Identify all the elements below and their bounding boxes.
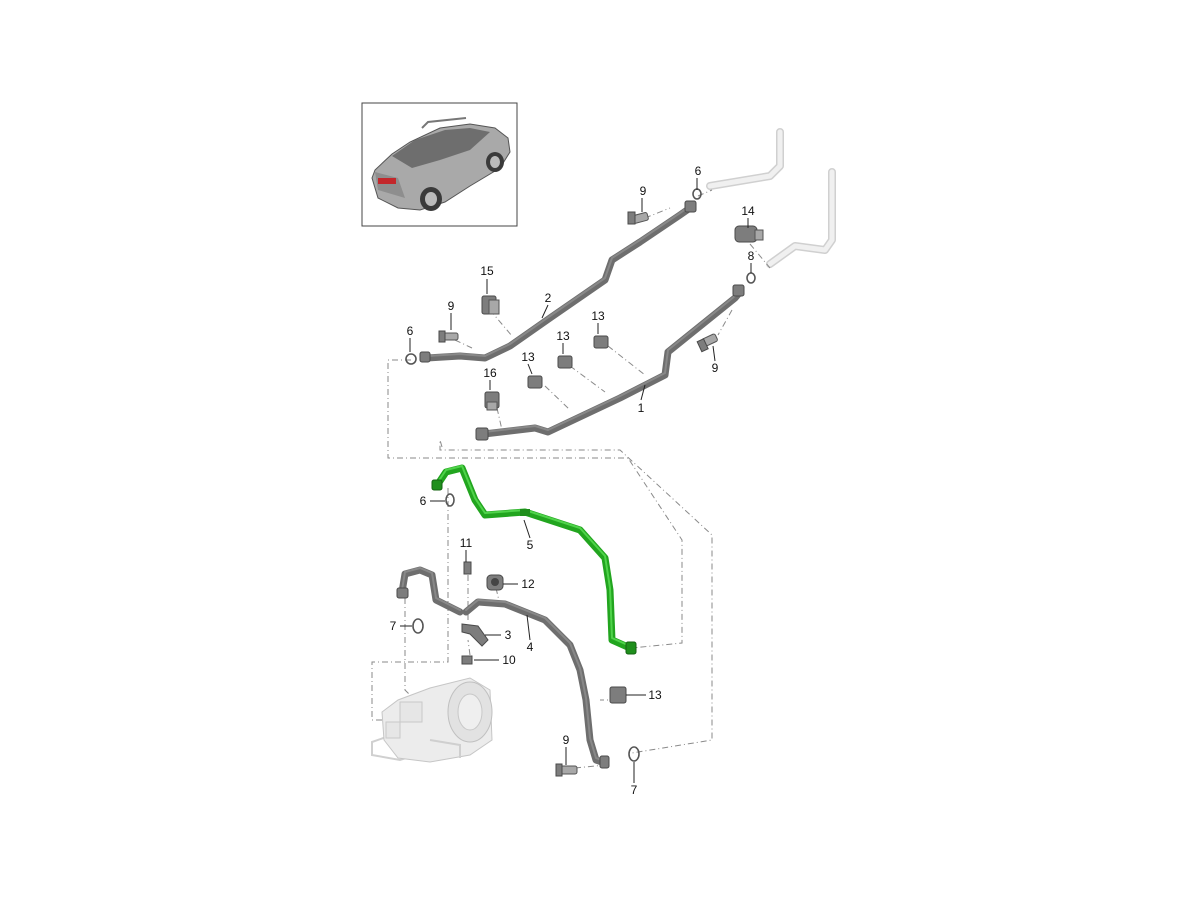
callout-9-left: 9	[448, 299, 455, 313]
bolt-9-bottom	[555, 763, 578, 777]
o-ring-7-bottom	[628, 746, 640, 762]
o-ring-8	[746, 272, 756, 284]
callout-6-top: 6	[695, 164, 702, 178]
screw-10	[461, 655, 473, 665]
clip-13-b	[557, 355, 573, 369]
callout-4: 4	[527, 640, 534, 654]
valve-14	[734, 225, 764, 243]
callout-13-d: 13	[648, 688, 662, 702]
callout-9-top: 9	[640, 184, 647, 198]
callout-7-left: 7	[390, 619, 397, 633]
leader-lines	[400, 178, 752, 783]
o-ring-7-left	[412, 618, 424, 634]
o-ring-6-mid	[445, 493, 455, 507]
callout-6-mid: 6	[420, 494, 427, 508]
callout-15: 15	[480, 264, 494, 278]
callout-8: 8	[748, 249, 755, 263]
callout-7-bottom: 7	[631, 783, 638, 797]
screw-11	[463, 561, 472, 575]
callout-14: 14	[741, 204, 755, 218]
callout-13-b: 13	[556, 329, 570, 343]
clip-16	[484, 391, 500, 411]
bolt-9-left	[438, 330, 459, 343]
callout-6-left: 6	[407, 324, 414, 338]
callout-16: 16	[483, 366, 497, 380]
assembly-lines	[371, 189, 771, 769]
car-thumbnail-icon	[361, 102, 518, 227]
clip-13-c	[593, 335, 609, 349]
callout-3: 3	[505, 628, 512, 642]
compressor-suction-pipe	[396, 566, 464, 616]
callout-11: 11	[460, 536, 473, 550]
callout-12: 12	[521, 577, 535, 591]
callout-5: 5	[527, 538, 534, 552]
callout-10: 10	[502, 653, 516, 667]
callout-labels: 1 2 3 4 5 6 6 6 7 7 8 9 9 9 9 10 11 12 1…	[390, 164, 755, 797]
o-ring-6-left	[405, 353, 417, 365]
clip-15	[481, 295, 500, 315]
callout-2: 2	[545, 291, 552, 305]
callout-9-right: 9	[712, 361, 719, 375]
pipe-4	[462, 598, 610, 769]
pipe-1	[475, 284, 745, 441]
compressor-icon	[381, 677, 493, 763]
pipe-5-highlighted	[431, 464, 637, 655]
small-parts	[405, 188, 764, 777]
bracket-3	[461, 623, 489, 647]
bolt-9-top	[627, 211, 649, 225]
clip-13-d	[609, 686, 627, 704]
callout-13-c: 13	[591, 309, 605, 323]
o-ring-6-top	[692, 188, 702, 200]
pipe-2	[419, 200, 697, 363]
callout-9-bottom: 9	[563, 733, 570, 747]
bolt-9-right	[696, 333, 718, 353]
grommet-12	[486, 574, 504, 591]
callout-1: 1	[638, 401, 645, 415]
callout-13-a: 13	[521, 350, 535, 364]
clip-13-a	[527, 375, 543, 389]
